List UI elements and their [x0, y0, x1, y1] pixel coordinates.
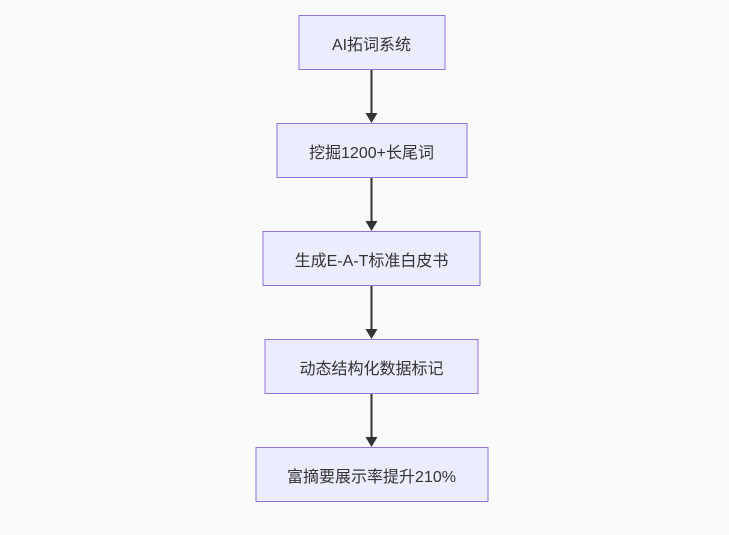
- flow-node-rich-snippet-rate: 富摘要展示率提升210%: [255, 447, 488, 502]
- arrow-connector: [365, 286, 378, 339]
- flowchart: AI拓词系统 挖掘1200+长尾词 生成E-A-T标准白皮书 动态结构化数据标记: [255, 15, 488, 502]
- flow-node-label: 动态结构化数据标记: [299, 360, 444, 378]
- arrowhead-down-icon: [365, 437, 378, 447]
- arrow-line: [370, 70, 373, 114]
- arrowhead-down-icon: [365, 221, 378, 231]
- arrow-line: [370, 286, 373, 330]
- arrow-connector: [365, 394, 378, 447]
- flow-node-ai-word-expansion: AI拓词系统: [298, 15, 445, 70]
- flow-node-longtail-keywords: 挖掘1200+长尾词: [276, 123, 467, 178]
- flow-node-eat-whitepaper: 生成E-A-T标准白皮书: [262, 231, 481, 286]
- arrowhead-down-icon: [365, 113, 378, 123]
- flow-node-label: AI拓词系统: [331, 36, 412, 54]
- flow-node-label: 富摘要展示率提升210%: [287, 468, 456, 486]
- flow-node-label: 生成E-A-T标准白皮书: [294, 252, 449, 270]
- arrowhead-down-icon: [365, 329, 378, 339]
- arrow-line: [370, 394, 373, 438]
- arrow-connector: [365, 70, 378, 123]
- flow-node-structured-data-markup: 动态结构化数据标记: [264, 339, 479, 394]
- arrow-connector: [365, 178, 378, 231]
- arrow-line: [370, 178, 373, 222]
- flow-node-label: 挖掘1200+长尾词: [309, 144, 434, 162]
